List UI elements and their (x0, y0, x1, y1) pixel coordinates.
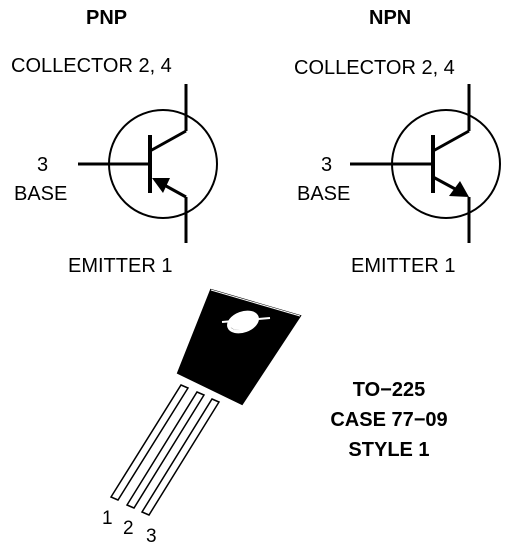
tab-mark (221, 317, 271, 323)
pnp-emitter-label: EMITTER 1 (68, 255, 173, 277)
npn-base-label: BASE (297, 183, 351, 205)
npn-base-number: 3 (321, 154, 333, 176)
pin-number-1: 1 (102, 508, 113, 529)
lead-1 (109, 384, 190, 501)
pnp-base-label: BASE (14, 183, 68, 205)
lead-2 (125, 391, 206, 509)
npn-title: NPN (369, 7, 412, 29)
npn-emitter-arrow (449, 181, 469, 197)
package-leads (109, 384, 221, 516)
pin-number-2: 2 (123, 518, 134, 539)
npn-collector-label: COLLECTOR 2, 4 (294, 57, 455, 79)
npn-emitter-diagonal (432, 175, 458, 192)
pnp-base-number: 3 (37, 154, 49, 176)
npn-collector-diagonal (432, 129, 470, 153)
pnp-symbol (78, 84, 218, 243)
npn-symbol (350, 84, 501, 243)
package-body (176, 288, 302, 406)
lead-3 (140, 398, 221, 516)
package-type: TO−225 (352, 379, 426, 401)
pnp-emitter-arrow (152, 178, 170, 193)
npn-emitter-label: EMITTER 1 (351, 255, 456, 277)
package-top-edge (210, 289, 301, 317)
to225-package (109, 288, 302, 516)
pnp-collector-label: COLLECTOR 2, 4 (11, 55, 172, 77)
pnp-collector-diagonal (149, 129, 187, 153)
pnp-title: PNP (86, 7, 128, 29)
package-style: STYLE 1 (348, 439, 430, 461)
package-case: CASE 77−09 (330, 409, 448, 431)
pin-number-3: 3 (146, 526, 157, 547)
